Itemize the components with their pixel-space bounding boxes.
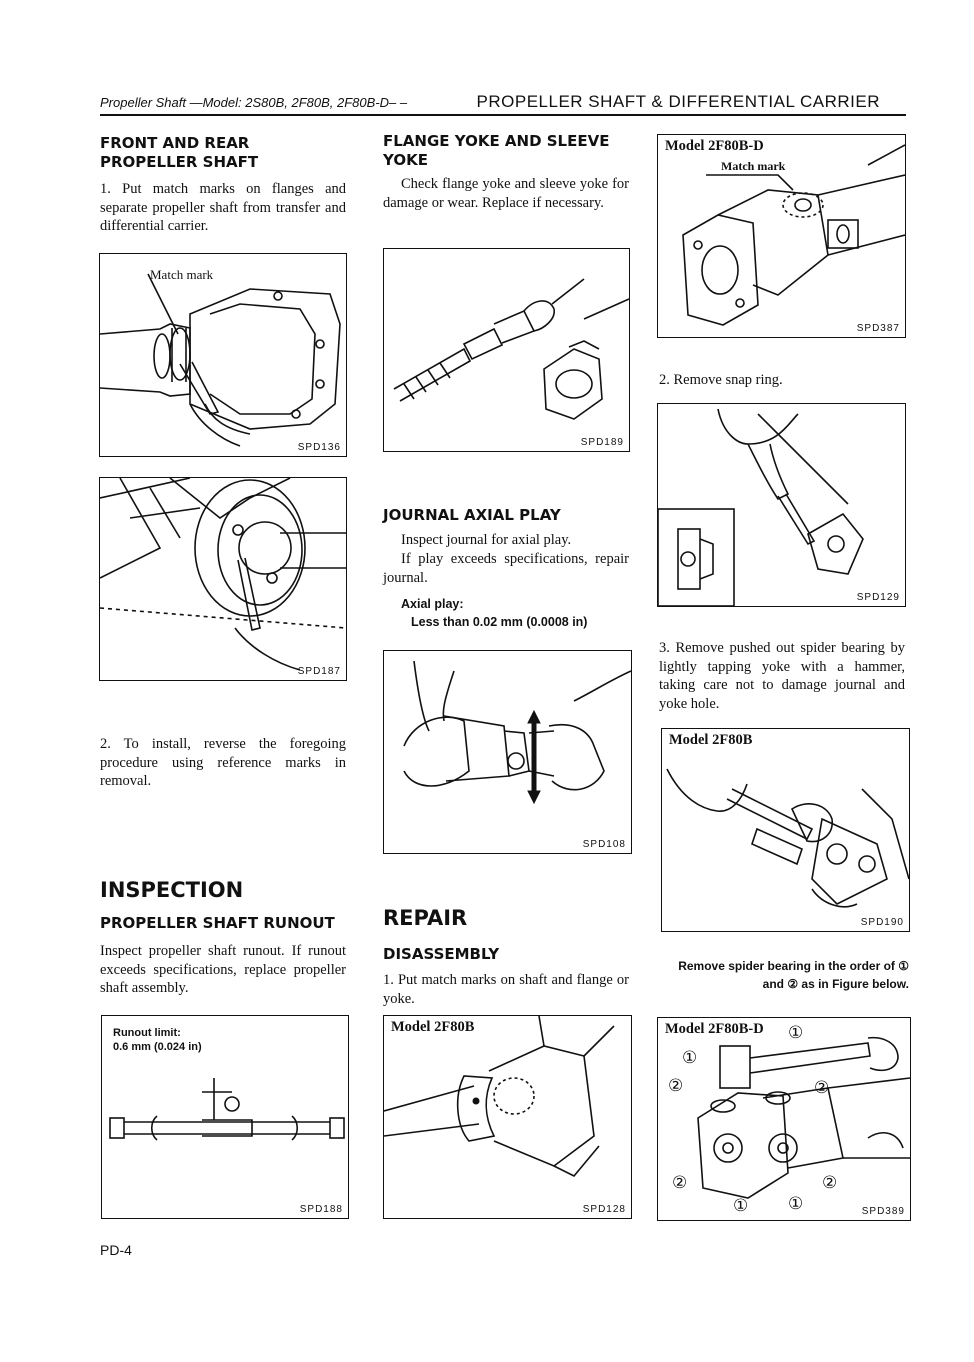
snap-ring-removal-illustration	[658, 408, 864, 606]
order-mark-2: ②	[814, 1078, 830, 1097]
figure-spd190: Model 2F80B SPD190	[661, 728, 910, 932]
disassembly-step1: 1. Put match marks on shaft and flange o…	[383, 972, 629, 1007]
order-mark-2: ②	[668, 1076, 684, 1095]
disassembly-heading: DISASSEMBLY	[383, 945, 500, 963]
figure-code: SPD189	[580, 437, 624, 448]
section-heading-front-rear: FRONT AND REAR PROPELLER SHAFT	[100, 134, 259, 171]
figure-code: SPD108	[582, 839, 626, 850]
runout-limit-value: 0.6 mm (0.024 in)	[113, 1041, 202, 1053]
runout-heading: PROPELLER SHAFT RUNOUT	[100, 914, 335, 932]
step2-snap-ring: 2. Remove snap ring.	[659, 372, 783, 388]
spider-bearing-order-illustration	[697, 1036, 910, 1199]
figure-model-label: Model 2F80B-D	[665, 138, 764, 154]
figure-spd128: Model 2F80B SPD128	[383, 1015, 632, 1219]
order-mark-2: ②	[822, 1173, 838, 1192]
flange-yoke-match-mark-illustration	[682, 144, 905, 326]
axial-play-label: Axial play:	[401, 597, 464, 611]
match-mark-label: Match mark	[721, 159, 786, 173]
repair-heading: REPAIR	[383, 906, 468, 930]
figure-code: SPD188	[299, 1204, 343, 1215]
order-mark-1: ①	[788, 1023, 804, 1042]
flange-yoke-heading: FLANGE YOKE AND SLEEVE YOKE	[383, 132, 610, 169]
order-mark-1: ①	[733, 1196, 749, 1215]
figure-spd389: Model 2F80B-D ① ① ② ② ② ② ① ① SPD389	[657, 1017, 911, 1221]
figure-code: SPD128	[582, 1204, 626, 1215]
wrench-flange-illustration	[100, 478, 346, 671]
propeller-flange-illustration	[100, 273, 341, 447]
spider-bearing-note: Remove spider bearing in the order of ① …	[678, 959, 909, 991]
figure-code: SPD136	[297, 442, 341, 453]
runout-dial-gauge-illustration	[109, 1078, 345, 1141]
figure-spd189: SPD189	[383, 248, 630, 452]
figure-code: SPD387	[856, 323, 900, 334]
step3-text: 3. Remove pushed out spider bearing by l…	[659, 640, 905, 712]
journal-text-2: If play exceeds specifications, repair j…	[383, 551, 629, 586]
figure-model-label: Model 2F80B	[391, 1019, 475, 1035]
hammer-tapping-yoke-illustration	[666, 768, 909, 908]
journal-axial-play-heading: JOURNAL AXIAL PLAY	[383, 506, 561, 524]
figure-spd187: SPD187	[99, 477, 347, 681]
order-mark-2: ②	[672, 1173, 688, 1192]
runout-limit-label: Runout limit:	[113, 1027, 181, 1039]
journal-play-check-illustration	[403, 660, 631, 805]
figure-code: SPD190	[860, 917, 904, 928]
flange-yoke-text: Check flange yoke and sleeve yoke for da…	[383, 176, 629, 211]
step1-text: 1. Put match marks on flanges and separa…	[100, 181, 346, 234]
order-mark-1: ①	[682, 1048, 698, 1067]
figure-spd136: Match mark SPD136	[99, 253, 347, 457]
order-mark-1: ①	[788, 1194, 804, 1213]
page-number: PD-4	[100, 1242, 132, 1258]
figure-code: SPD187	[297, 666, 341, 677]
step2-text: 2. To install, reverse the foregoing pro…	[100, 736, 346, 789]
figure-spd108: SPD108	[383, 650, 632, 854]
figure-code: SPD389	[861, 1206, 905, 1217]
figure-model-label: Model 2F80B	[669, 732, 753, 748]
figure-spd129: SPD129	[657, 403, 906, 607]
shaft-match-mark-illustration	[384, 1016, 615, 1177]
header-model-line: Propeller Shaft —Model: 2S80B, 2F80B, 2F…	[100, 95, 408, 110]
header-title: PROPELLER SHAFT & DIFFERENTIAL CARRIER	[476, 92, 880, 111]
figure-model-label: Model 2F80B-D	[665, 1021, 764, 1037]
axial-play-value: Less than 0.02 mm (0.0008 in)	[411, 615, 588, 629]
inspection-heading: INSPECTION	[100, 878, 244, 902]
flange-sleeve-yoke-illustration	[393, 278, 629, 420]
page-header: Propeller Shaft —Model: 2S80B, 2F80B, 2F…	[100, 88, 906, 116]
figure-code: SPD129	[856, 592, 900, 603]
runout-text: Inspect propeller shaft runout. If runou…	[100, 943, 346, 996]
match-mark-label: Match mark	[150, 267, 214, 282]
journal-text-1: Inspect journal for axial play.	[401, 532, 572, 548]
figure-spd188: Runout limit: 0.6 mm (0.024 in) SPD188	[101, 1015, 349, 1219]
figure-spd387: Model 2F80B-D Match mark SPD387	[657, 134, 906, 338]
